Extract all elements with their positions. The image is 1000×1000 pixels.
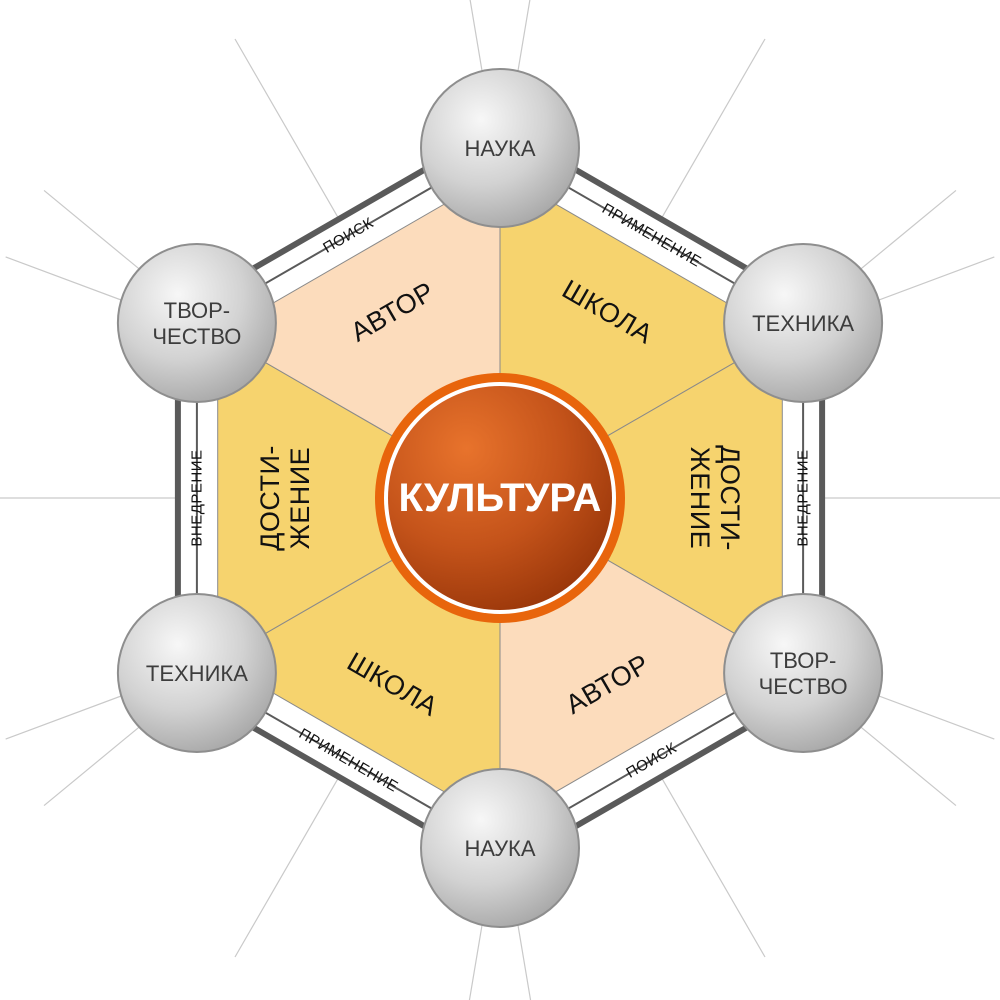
center-layer: КУЛЬТУРА	[375, 373, 625, 623]
edge-ray	[654, 766, 766, 958]
node-label-line: ТВОР-	[770, 648, 837, 673]
node-0: НАУКА	[420, 68, 580, 228]
segment-label: ДОСТИ-ЖЕНИЕ	[685, 445, 745, 551]
node-3: НАУКА	[420, 768, 580, 928]
segment-4-label-group: ДОСТИ-ЖЕНИЕ	[255, 445, 315, 551]
segment-4: ДОСТИ-ЖЕНИЕ	[217, 334, 501, 662]
edge-ray	[234, 766, 346, 958]
band-label: ВНЕДРЕНИЕ	[188, 449, 205, 546]
node-sphere	[116, 243, 277, 403]
segment-label: ДОСТИ-ЖЕНИЕ	[255, 445, 315, 551]
center-sphere	[388, 386, 612, 610]
node-5: ТВОР-ЧЕСТВО	[116, 243, 277, 403]
node-sphere	[723, 593, 884, 753]
node-label-line: ЧЕСТВО	[759, 674, 848, 699]
nodes-layer: НАУКАТЕХНИКАТВОР-ЧЕСТВОНАУКАТЕХНИКАТВОР-…	[116, 68, 884, 928]
node-sphere	[420, 768, 580, 928]
node-label: ТВОР-ЧЕСТВО	[152, 298, 241, 349]
node-label: НАУКА	[464, 136, 535, 161]
node-label-line: ТВОР-	[164, 298, 231, 323]
band-label: ВНЕДРЕНИЕ	[795, 449, 812, 546]
edge-ray	[654, 38, 766, 230]
node-label: ТЕХНИКА	[752, 311, 854, 336]
node-label: НАУКА	[464, 836, 535, 861]
node-label-line: ТЕХНИКА	[146, 661, 248, 686]
node-label-line: ТЕХНИКА	[752, 311, 854, 336]
node-1: ТЕХНИКА	[723, 243, 884, 403]
node-label: ТЕХНИКА	[146, 661, 248, 686]
segment-label-line: ЖЕНИЕ	[285, 447, 315, 549]
segment-label-line: ДОСТИ-	[715, 445, 745, 551]
segment-1: ДОСТИ-ЖЕНИЕ	[499, 334, 783, 662]
node-2: ТВОР-ЧЕСТВО	[723, 593, 884, 753]
center-label: КУЛЬТУРА	[399, 476, 602, 520]
segment-1-label-group: ДОСТИ-ЖЕНИЕ	[685, 445, 745, 551]
segment-label-line: ДОСТИ-	[255, 445, 285, 551]
node-sphere	[723, 243, 884, 403]
node-label-line: НАУКА	[464, 836, 535, 861]
edge-ray	[234, 38, 346, 230]
node-sphere	[116, 593, 277, 753]
node-sphere	[420, 68, 580, 228]
node-label: ТВОР-ЧЕСТВО	[759, 648, 848, 699]
node-4: ТЕХНИКА	[116, 593, 277, 753]
node-label-line: ЧЕСТВО	[152, 324, 241, 349]
node-label-line: НАУКА	[464, 136, 535, 161]
segment-label-line: ЖЕНИЕ	[685, 447, 715, 549]
